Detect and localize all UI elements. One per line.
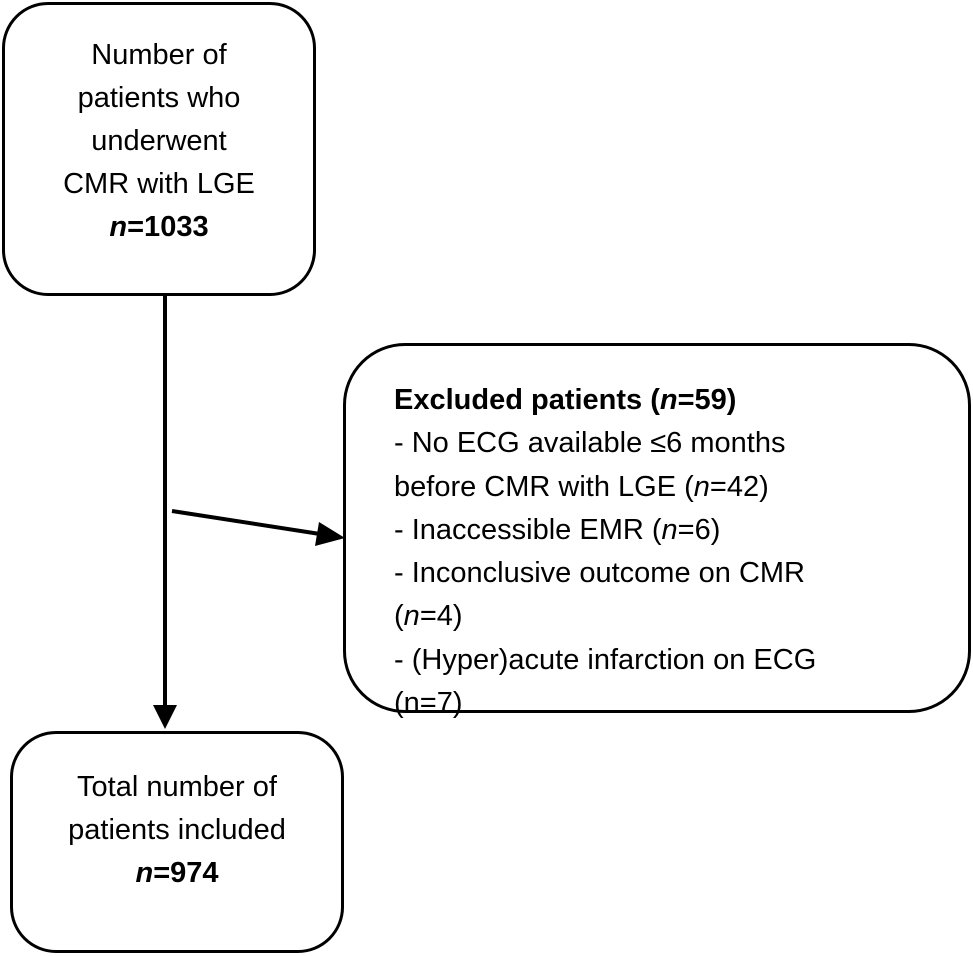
patients-included-box: Total number of patients included n=974: [10, 731, 344, 953]
excluded-item-3-line-1: - Inconclusive outcome on CMR: [394, 557, 805, 590]
excluded-item-3-value: =4): [419, 600, 463, 633]
excluded-item-3-text: (: [394, 600, 404, 633]
end-line-2: patients included: [68, 813, 286, 846]
end-line-1: Total number of: [77, 770, 277, 803]
excluded-item-2: - Inaccessible EMR (n=6): [394, 509, 968, 552]
excluded-title-n: n: [659, 384, 678, 416]
start-line-4: CMR with LGE: [63, 167, 255, 200]
excluded-item-3-line-2: (n=4): [394, 595, 968, 638]
excluded-item-2-n: n: [661, 513, 678, 546]
start-count-n: n: [109, 210, 128, 243]
start-count-value: =1033: [127, 210, 209, 243]
main-flow-arrowhead: [153, 705, 177, 729]
excluded-item-1-line-1: - No ECG available ≤6 months: [394, 427, 786, 460]
end-count: n=974: [135, 852, 218, 895]
end-count-value: =974: [153, 856, 219, 889]
excluded-item-4-line-1: - (Hyper)acute infarction on ECG: [394, 643, 817, 676]
start-count: n=1033: [109, 206, 208, 249]
start-line-3: underwent: [91, 124, 227, 157]
excluded-item-1-n: n: [693, 470, 710, 503]
excluded-item-1-value: =42): [709, 470, 769, 503]
excluded-item-2-text: - Inaccessible EMR (: [394, 513, 662, 546]
end-count-n: n: [135, 856, 154, 889]
patients-cmr-box: Number of patients who underwent CMR wit…: [2, 2, 316, 296]
excluded-item-1-text: before CMR with LGE (: [394, 470, 694, 503]
exclusion-arrowhead: [315, 522, 345, 546]
excluded-title: Excluded patients (n=59): [394, 379, 968, 422]
start-line-1: Number of: [91, 38, 227, 71]
excluded-item-2-value: =6): [677, 513, 721, 546]
excluded-item-3-n: n: [403, 600, 420, 633]
exclusion-line: [171, 509, 321, 536]
excluded-title-text: Excluded patients (: [394, 384, 660, 416]
excluded-item-1-line-2: before CMR with LGE (n=42): [394, 466, 968, 509]
excluded-item-4-line-2: (n=7): [394, 687, 463, 720]
excluded-title-value: =59): [677, 384, 737, 416]
excluded-patients-box: Excluded patients (n=59) - No ECG availa…: [343, 343, 971, 719]
start-line-2: patients who: [77, 81, 241, 114]
